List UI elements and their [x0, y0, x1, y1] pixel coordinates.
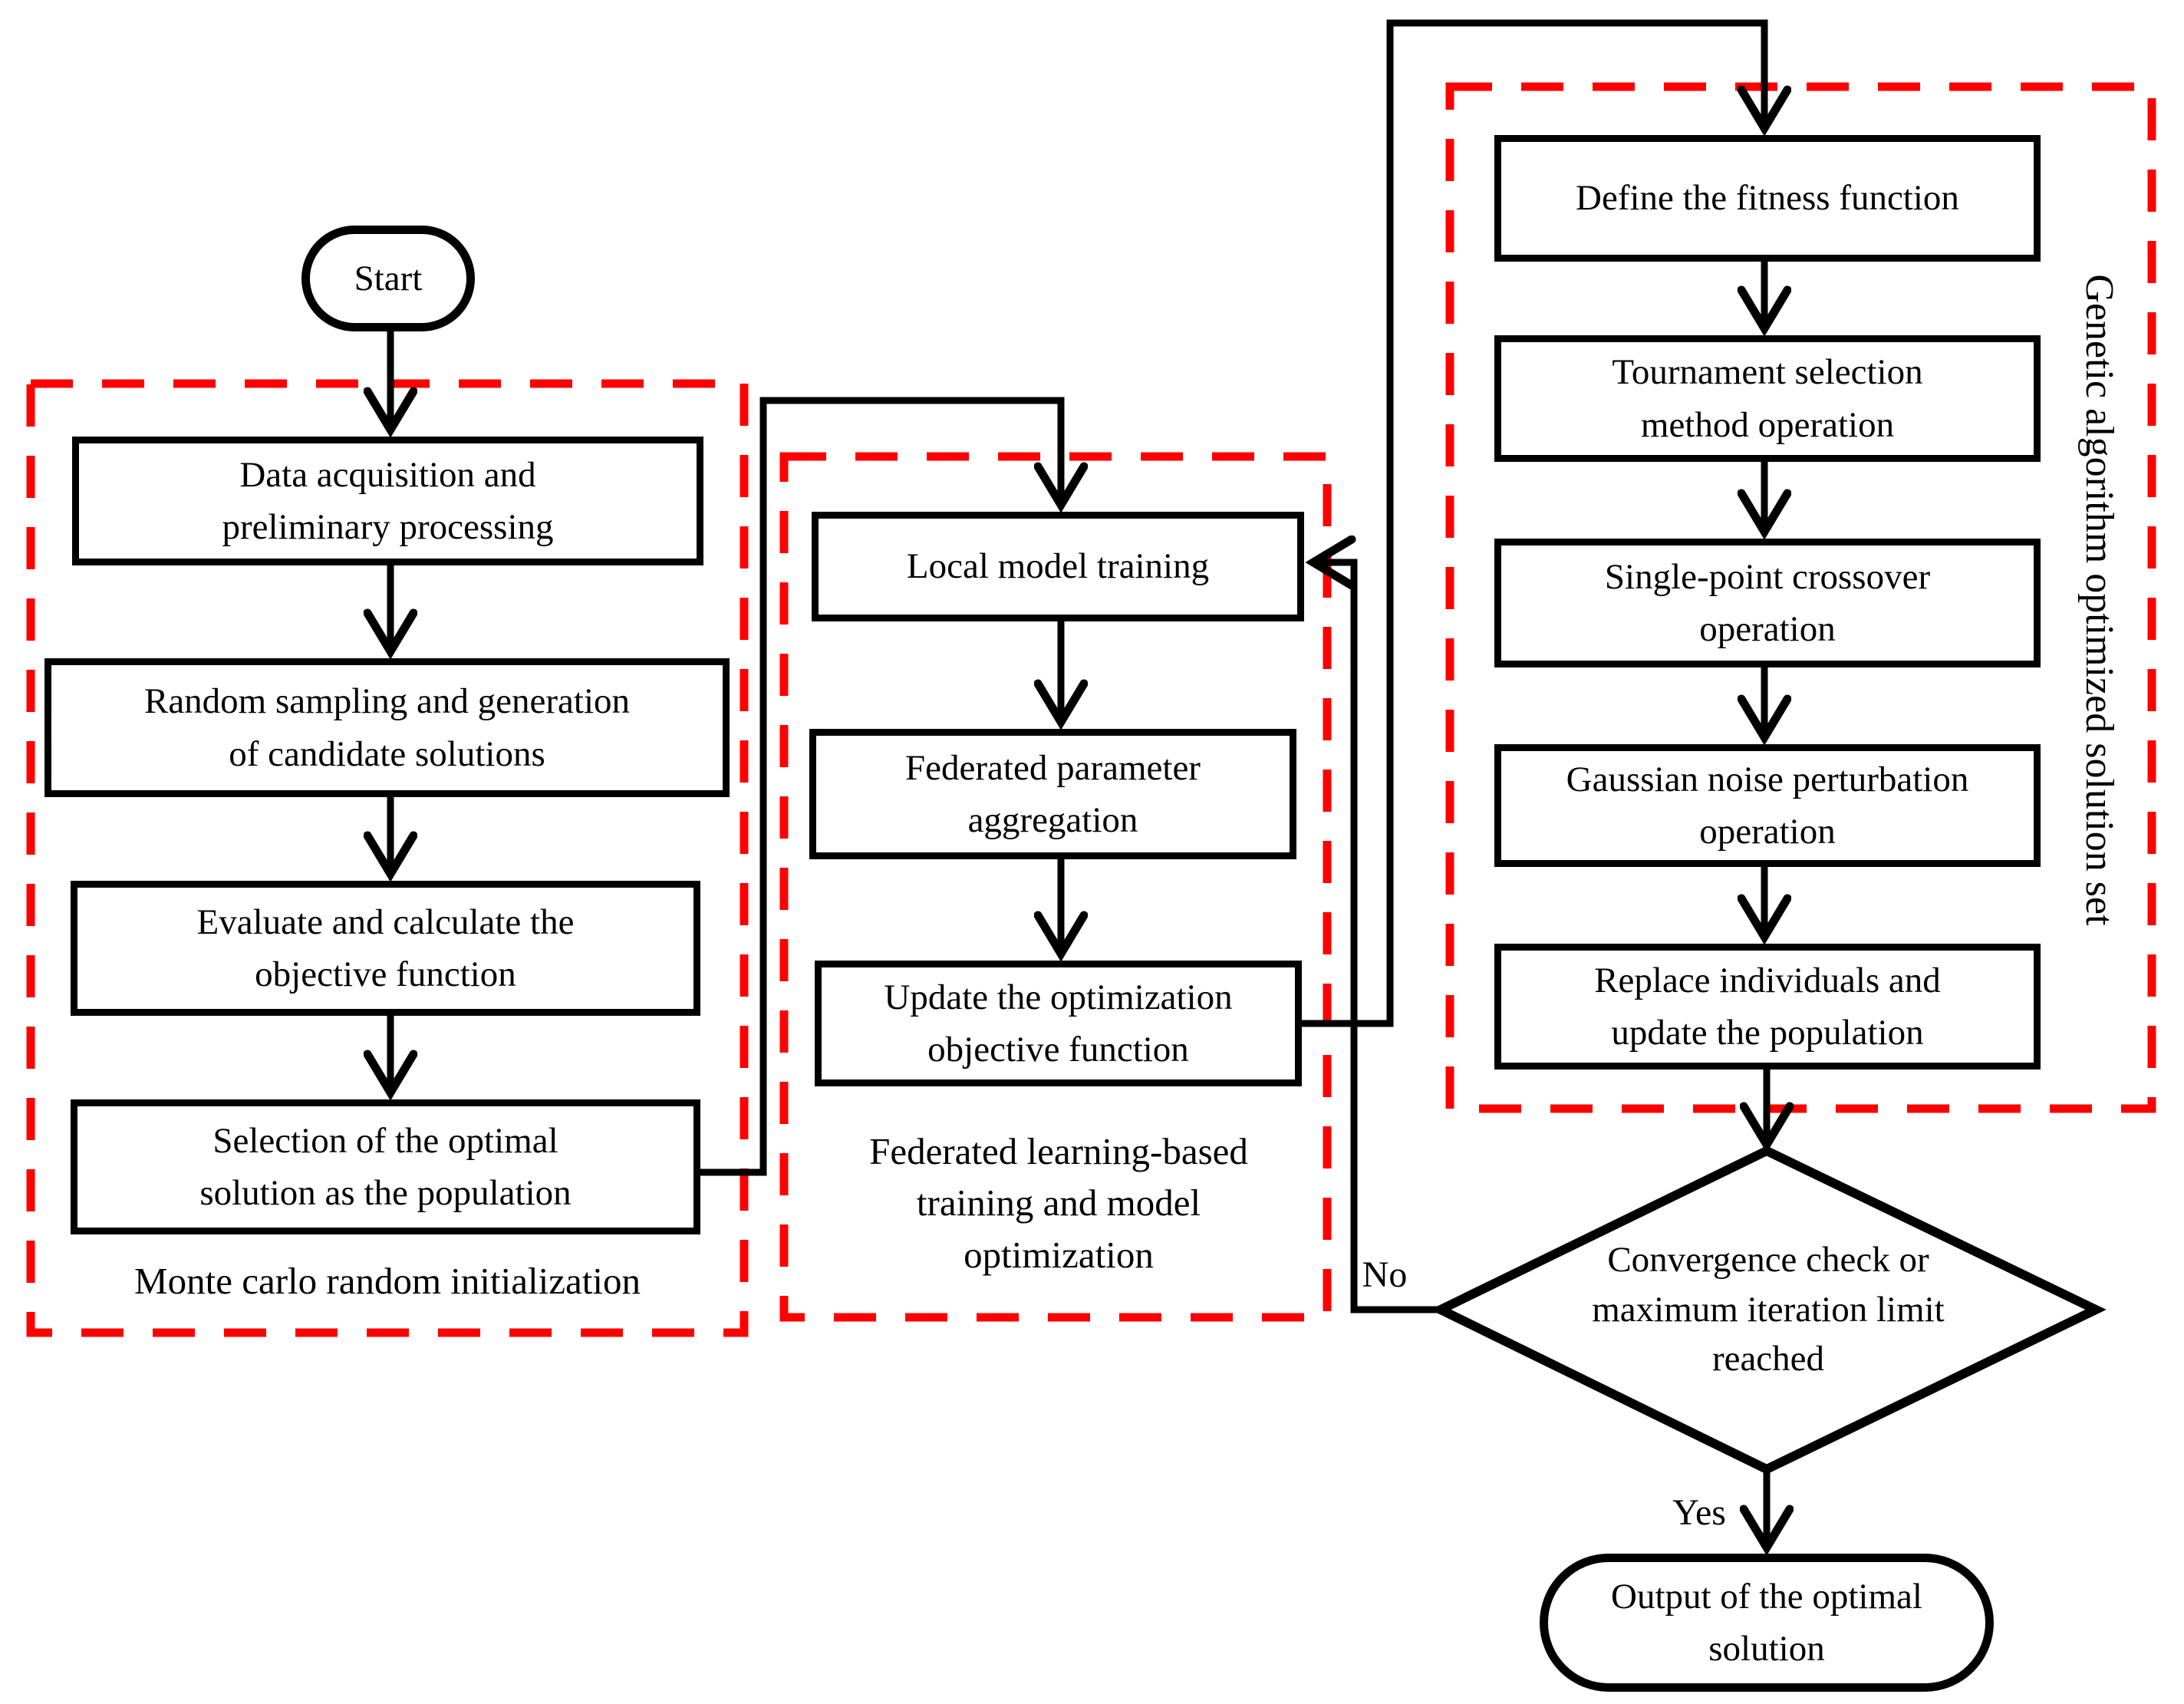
branch-no-label: No — [1362, 1254, 1408, 1295]
branch-yes-label: Yes — [1672, 1491, 1726, 1533]
edge-selection-to-local-training — [700, 397, 1061, 1176]
edge-decision-no-feedback-to-local-training — [1313, 562, 1441, 1313]
decision-diamond — [1430, 1145, 2107, 1475]
output-terminal: Output of the optimal solution — [1540, 1554, 1994, 1692]
process-random-sampling: Random sampling and generation of candid… — [44, 658, 730, 797]
process-data-acquisition: Data acquisition and preliminary process… — [72, 437, 703, 565]
process-define-fitness: Define the fitness function — [1494, 135, 2041, 262]
process-local-model-training: Local model training — [812, 512, 1304, 621]
process-selection-optimal: Selection of the optimal solution as the… — [71, 1099, 700, 1234]
process-update-objective: Update the optimization objective functi… — [815, 961, 1302, 1086]
federated-group-frame — [779, 452, 1332, 1322]
process-evaluate-objective: Evaluate and calculate the objective fun… — [71, 881, 700, 1016]
process-replace-individuals: Replace individuals and update the popul… — [1494, 944, 2041, 1070]
genetic-group-label: Genetic algorithm optimized solution set — [2077, 274, 2121, 926]
monte-carlo-group-label: Monte carlo random initialization — [134, 1260, 641, 1303]
process-tournament-selection: Tournament selection method operation — [1494, 335, 2041, 462]
process-gaussian-perturbation: Gaussian noise perturbation operation — [1494, 744, 2041, 867]
process-single-point-crossover: Single-point crossover operation — [1494, 539, 2041, 667]
federated-group-label: Federated learning-based training and mo… — [869, 1129, 1248, 1276]
start-terminal: Start — [301, 226, 475, 331]
genetic-group-frame — [1445, 82, 2156, 1113]
process-federated-aggregation: Federated parameter aggregation — [809, 729, 1296, 859]
edge-update-objective-to-fitness — [1302, 19, 1764, 1027]
decision-label: Convergence check or maximum iteration l… — [1592, 1239, 1945, 1379]
